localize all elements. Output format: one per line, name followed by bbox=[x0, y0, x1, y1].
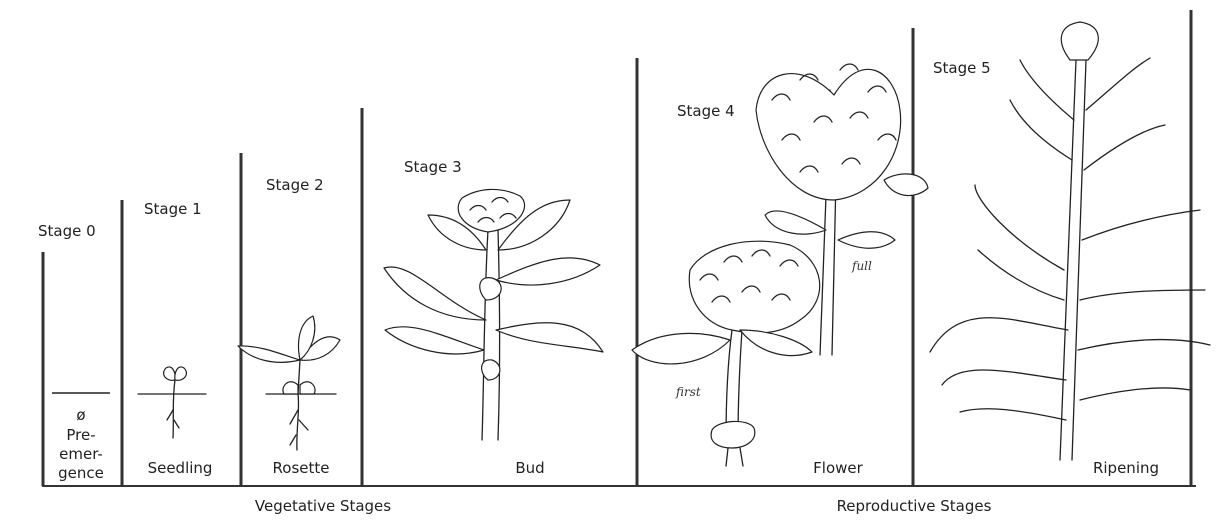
stage-1-name: Seedling bbox=[148, 459, 213, 477]
stage-2-title: Stage 2 bbox=[266, 176, 324, 194]
stage-5-name: Ripening bbox=[1093, 459, 1159, 477]
stage-0-name-line-2: Pre- bbox=[66, 426, 95, 444]
stage-0-title: Stage 0 bbox=[38, 222, 96, 240]
annotation-full: full bbox=[851, 259, 872, 273]
stage-1-title: Stage 1 bbox=[144, 200, 202, 218]
seedling-illustration bbox=[138, 367, 206, 438]
stage-0-name-line-3: emer- bbox=[59, 445, 103, 463]
rosette-illustration bbox=[238, 316, 340, 450]
stage-5-title: Stage 5 bbox=[933, 59, 991, 77]
stage-2-name: Rosette bbox=[273, 459, 330, 477]
vegetative-stages-label: Vegetative Stages bbox=[255, 497, 391, 515]
stage-3-title: Stage 3 bbox=[404, 158, 462, 176]
reproductive-stages-label: Reproductive Stages bbox=[837, 497, 992, 515]
stage-4-title: Stage 4 bbox=[677, 102, 735, 120]
annotation-first: first bbox=[675, 385, 701, 399]
stage-3-name: Bud bbox=[515, 459, 544, 477]
stage-0-name-line-1: ø bbox=[76, 406, 85, 424]
flower-illustration: first full bbox=[632, 64, 928, 466]
ripening-illustration bbox=[930, 22, 1210, 460]
stage-0-name-line-4: gence bbox=[58, 464, 104, 482]
bud-illustration bbox=[384, 189, 603, 440]
stage-4-name: Flower bbox=[813, 459, 863, 477]
